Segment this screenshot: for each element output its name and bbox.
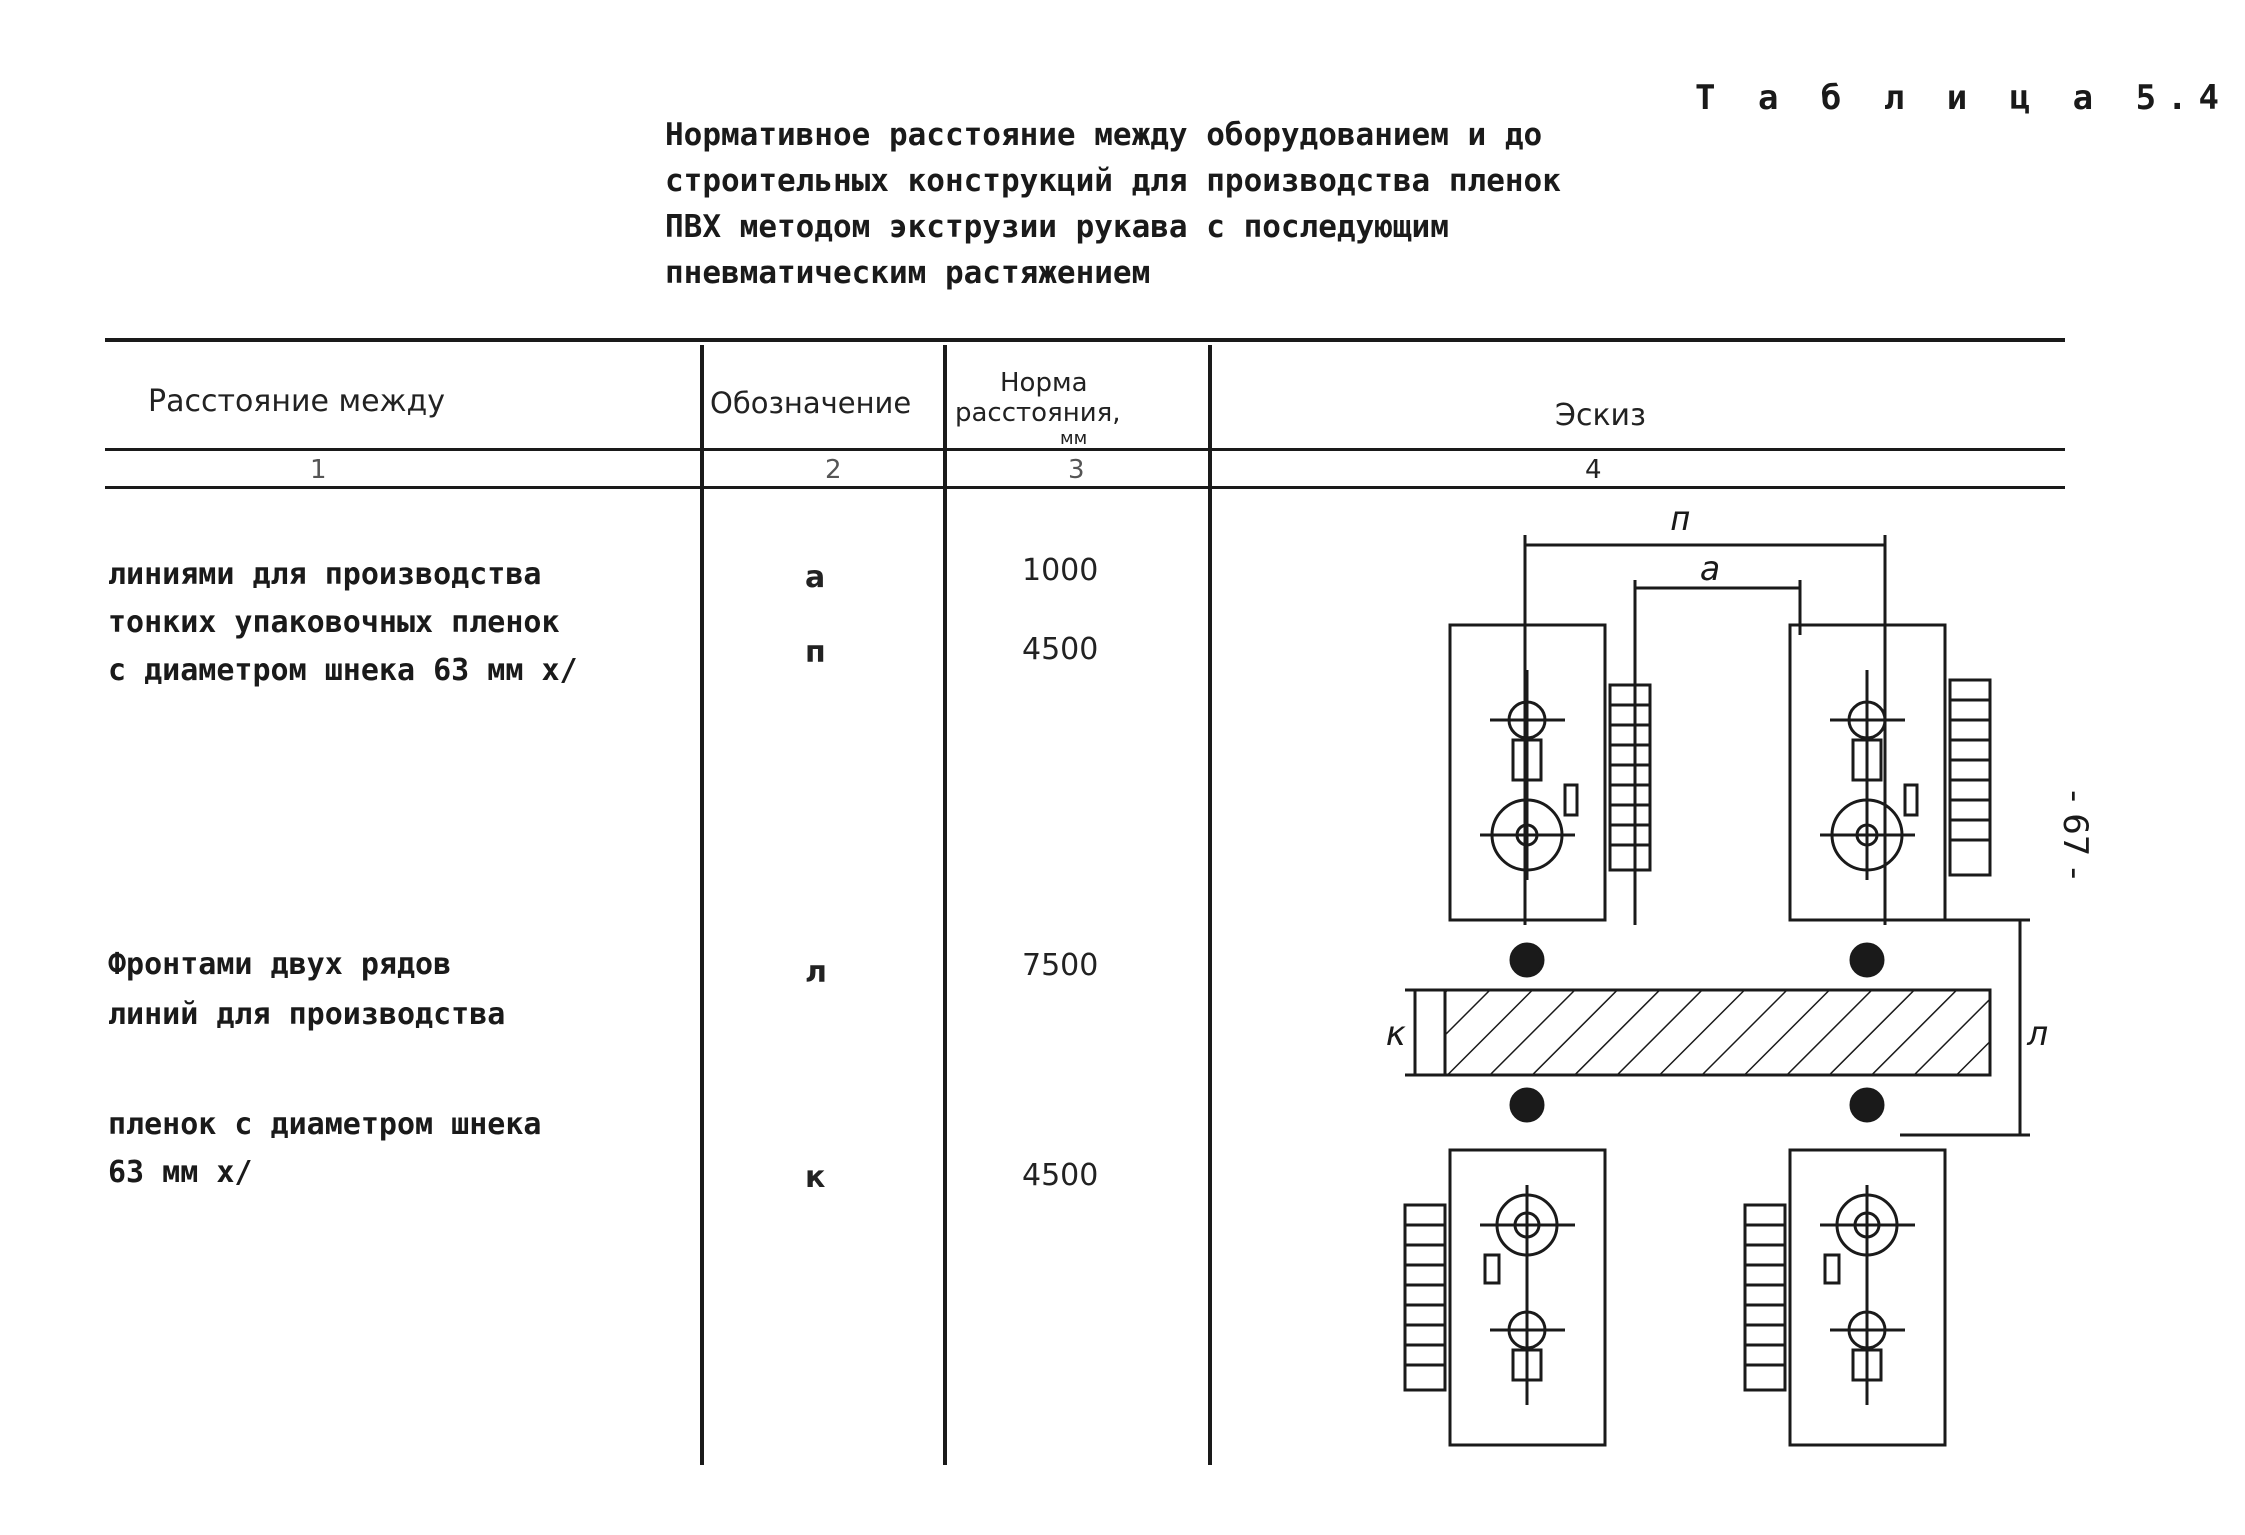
column-number: 1 [310, 455, 327, 485]
row1-designation-n: п [805, 635, 826, 670]
hatched-passage [1443, 988, 1992, 1077]
platform-bottom-right [1743, 1203, 1787, 1392]
row1-value-a: 1000 [1022, 553, 1099, 588]
header-distance: Расстояние между [148, 384, 446, 419]
row2-text-line: Фронтами двух рядов [108, 947, 452, 982]
marker [1849, 1087, 1885, 1123]
header-norm-line1: Норма [1000, 368, 1088, 398]
row2-value-k: 4500 [1022, 1158, 1099, 1193]
machine-bottom-right [1788, 1148, 1947, 1447]
header-designation: Обозначение [710, 386, 912, 420]
caption-line: ПВХ методом экструзии рукава с последующ… [665, 209, 1449, 245]
row2-text-line: пленок с диаметром шнека [108, 1107, 542, 1142]
platform-top-right [1948, 678, 1992, 877]
column-divider [1208, 345, 1212, 1465]
marker [1509, 1087, 1545, 1123]
row2-value-l: 7500 [1022, 948, 1099, 983]
equipment-layout-sketch: п а к [1385, 505, 2048, 1447]
row2-text-line: линий для производства [108, 997, 506, 1032]
machine-top-right [1788, 623, 1947, 922]
label-k: к [1385, 1014, 1406, 1054]
platform-bottom-left [1403, 1203, 1447, 1392]
row1-text-line: линиями для производства [108, 557, 542, 592]
label-n: п [1670, 505, 1690, 539]
machine-bottom-left [1448, 1148, 1607, 1447]
column-number: 2 [825, 455, 842, 485]
table-label: Т а б л и ц а 5.4 [1695, 78, 2230, 118]
table-caption: Нормативное расстояние между оборудовани… [665, 112, 1625, 296]
page-number: - 67 - [2055, 790, 2095, 880]
row1-value-n: 4500 [1022, 632, 1099, 667]
table-top-rule [105, 338, 2065, 342]
column-number: 4 [1585, 455, 1602, 485]
caption-line: строительных конструкций для производств… [665, 163, 1561, 199]
row2-designation-l: л [805, 955, 827, 990]
header-sketch: Эскиз [1555, 398, 1647, 433]
marker [1849, 942, 1885, 978]
caption-line: пневматическим растяжением [665, 255, 1151, 291]
label-l: л [2026, 1014, 2048, 1054]
row1-designation-a: а [805, 560, 826, 595]
row2-designation-k: к [805, 1160, 826, 1195]
row2-text-line: 63 мм х/ [108, 1155, 253, 1190]
header-bottom-rule [105, 448, 2065, 451]
label-a: а [1700, 549, 1720, 589]
platform-top-left [1608, 683, 1652, 872]
caption-line: Нормативное расстояние между оборудовани… [665, 117, 1543, 153]
row1-text-line: тонких упаковочных пленок [108, 605, 560, 640]
column-number: 3 [1068, 455, 1085, 485]
marker [1509, 942, 1545, 978]
row1-text-line: с диаметром шнека 63 мм х/ [108, 653, 578, 688]
machine-top-left [1448, 623, 1607, 922]
column-divider [700, 345, 704, 1465]
column-divider [943, 345, 947, 1465]
number-row-rule [105, 486, 2065, 489]
header-norm-line2: расстояния, [955, 398, 1121, 428]
header-norm-line3: мм [1060, 428, 1088, 449]
